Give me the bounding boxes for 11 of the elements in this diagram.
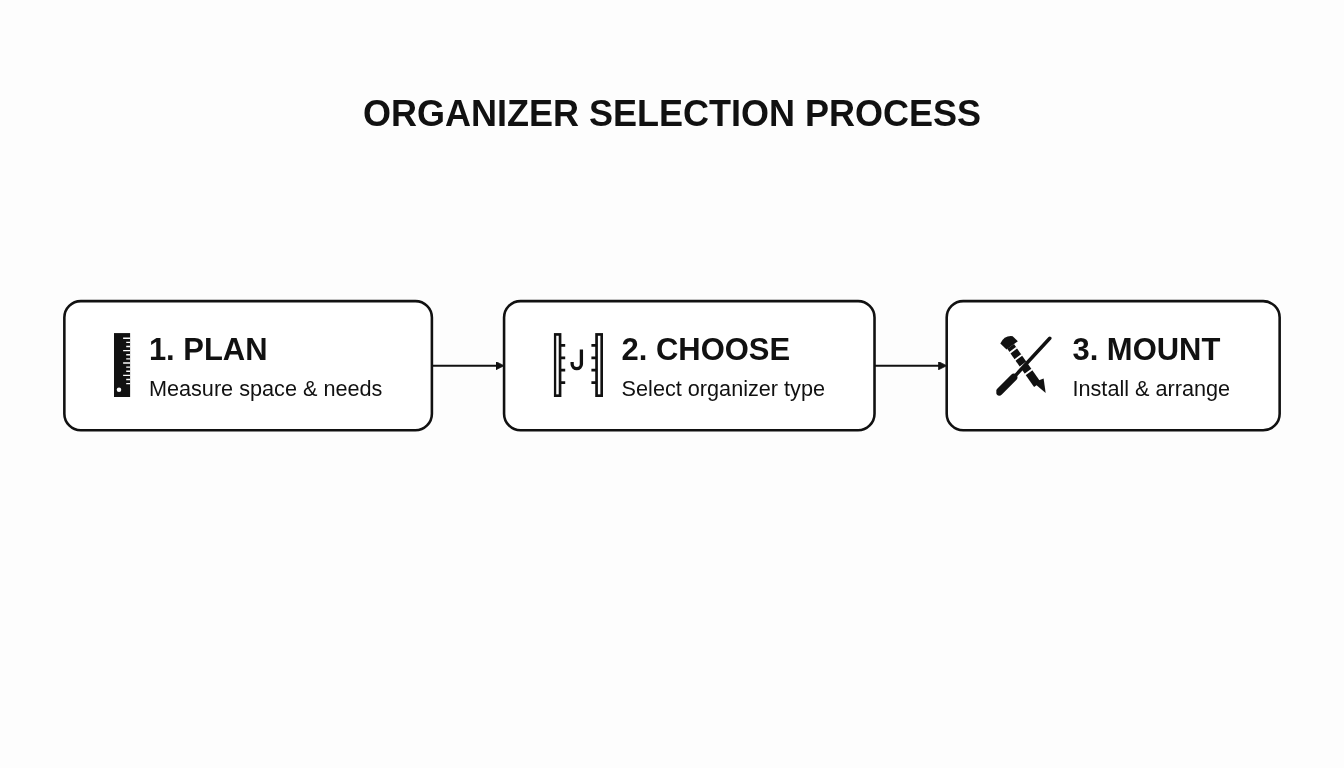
step-box <box>502 300 876 432</box>
step-title: 1. PLAN <box>148 332 268 367</box>
title: ORGANIZER SELECTION PROCESS <box>362 94 982 134</box>
step-description: Select organizer type <box>621 376 826 401</box>
step-title: 2. CHOOSE <box>621 332 791 367</box>
step-box <box>945 300 1281 432</box>
step-box <box>63 300 434 432</box>
arrow <box>431 361 505 371</box>
step-description: Measure space & needs <box>148 376 383 401</box>
step-title: 3. MOUNT <box>1072 332 1221 367</box>
step-description: Install & arrange <box>1072 376 1231 401</box>
